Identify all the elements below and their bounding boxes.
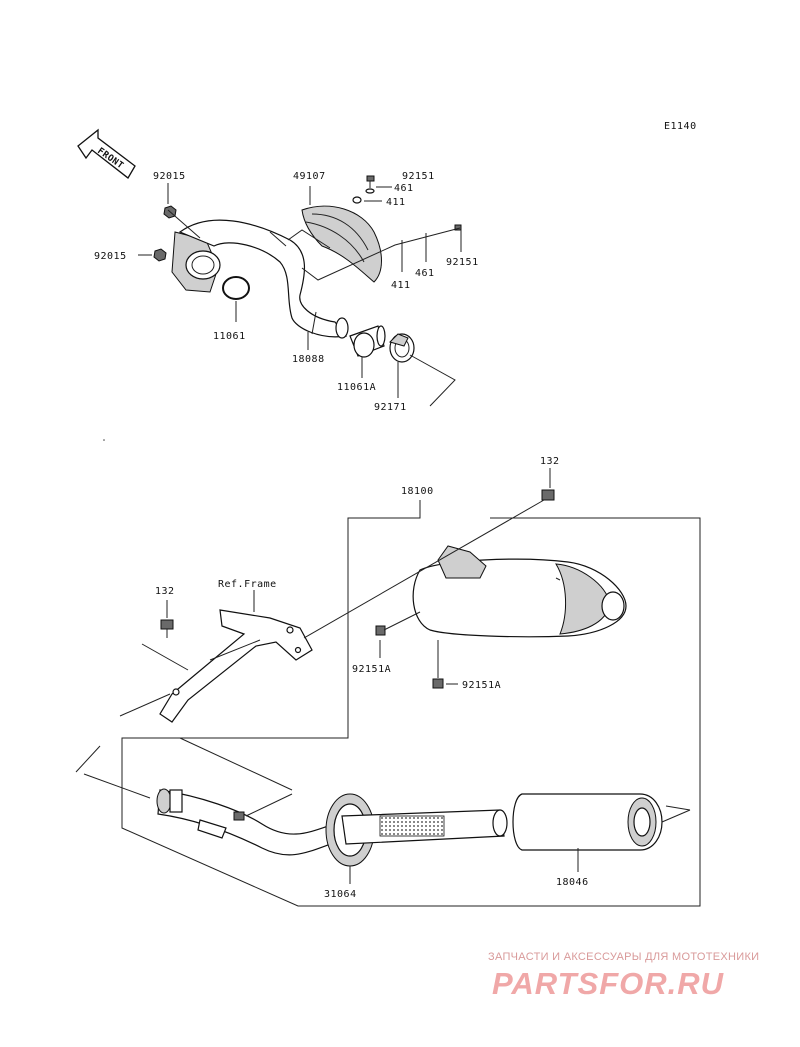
- label-92151A-lower: 92151A: [462, 680, 501, 691]
- label-132-right: 132: [540, 456, 560, 467]
- ref-frame-bracket: [159, 609, 313, 723]
- silencer-shell-18046: [512, 793, 691, 851]
- washer-461-upper: [365, 188, 375, 194]
- label-11061A: 11061A: [337, 382, 376, 393]
- bolt-92151A-upper: [375, 625, 386, 636]
- label-ref-frame: Ref.Frame: [218, 579, 277, 590]
- label-461-upper: 461: [394, 183, 414, 194]
- lower-leader-lines: [119, 468, 551, 791]
- label-92015-upper: 92015: [153, 171, 186, 182]
- label-411-upper: 411: [386, 197, 406, 208]
- bottom-leader-lines: [349, 848, 579, 884]
- silencer-18100: [412, 545, 627, 638]
- label-92151A-upper: 92151A: [352, 664, 391, 675]
- collar-411-upper: [352, 196, 362, 204]
- label-18100: 18100: [401, 486, 434, 497]
- label-11061: 11061: [213, 331, 246, 342]
- label-18046: 18046: [556, 877, 589, 888]
- bolt-132-right: [541, 489, 555, 501]
- clamp-92171: [389, 333, 415, 363]
- watermark-logo: PARTSFOR.RU: [492, 966, 725, 1001]
- gasket-11061A: [349, 325, 386, 358]
- bolt-92151A-lower: [432, 678, 444, 689]
- bolt-92151-upper: [366, 175, 375, 188]
- gasket-11061: [222, 276, 250, 300]
- label-132-left: 132: [155, 586, 175, 597]
- label-461-lower: 461: [415, 268, 435, 279]
- mid-pipe-31064: [75, 745, 508, 867]
- nut-92015-lower: [153, 248, 167, 262]
- front-arrow-icon: FRONT: [77, 128, 136, 179]
- heat-guard-49107: [301, 205, 382, 283]
- label-18088: 18088: [292, 354, 325, 365]
- upper-leader-lines: [138, 183, 462, 407]
- header-pipe-18088: [171, 219, 349, 339]
- label-92151-upper: 92151: [402, 171, 435, 182]
- assembly-18100-frame: [121, 500, 701, 907]
- label-31064: 31064: [324, 889, 357, 900]
- label-92171: 92171: [374, 402, 407, 413]
- label-92015-lower: 92015: [94, 251, 127, 262]
- watermark-tagline: ЗАПЧАСТИ И АКСЕССУАРЫ ДЛЯ МОТОТЕХНИКИ: [488, 951, 760, 963]
- bolt-132-left: [160, 619, 174, 638]
- label-49107: 49107: [293, 171, 326, 182]
- label-92151-lower: 92151: [446, 257, 479, 268]
- stray-dot: [103, 439, 105, 441]
- bolt-92151-lower: [454, 224, 462, 231]
- diagram-code: E1140: [664, 121, 697, 132]
- label-411-lower: 411: [391, 280, 411, 291]
